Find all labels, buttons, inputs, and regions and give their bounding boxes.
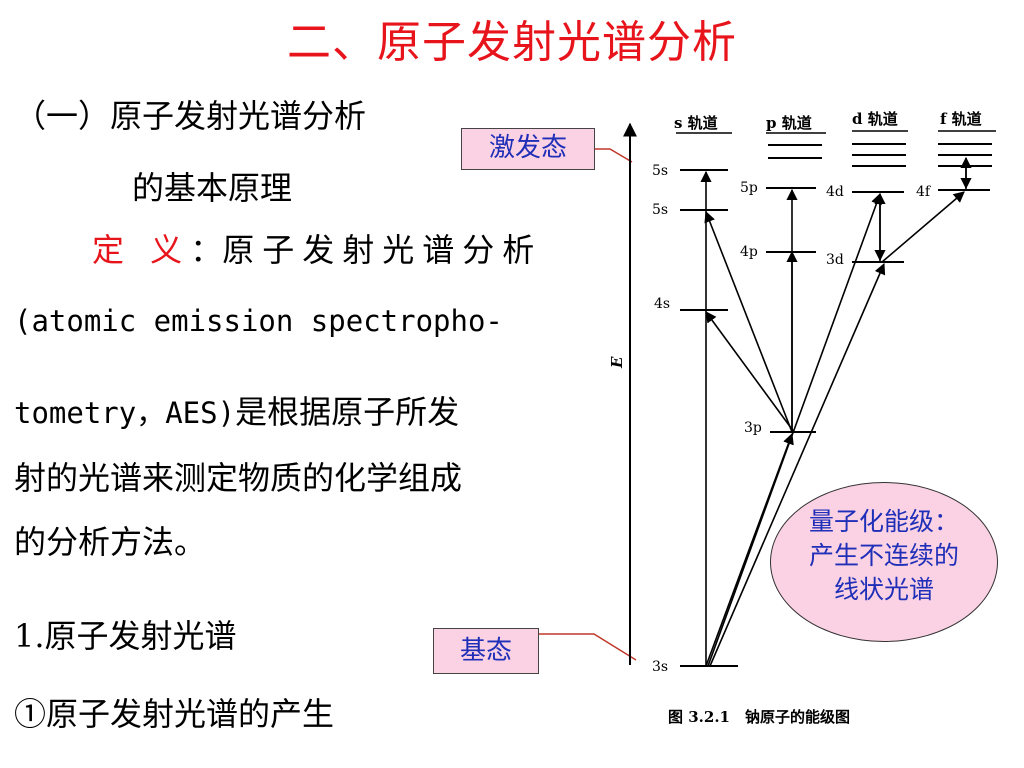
latin-line-1: (atomic emission spectropho- <box>14 304 503 338</box>
body-after-latin: 是根据原子所发 <box>235 393 460 431</box>
heading-line-2: 的基本原理 <box>132 169 293 207</box>
section-heading-1: 1.原子发射光谱 <box>14 617 237 655</box>
heading-line-1: （一）原子发射光谱分析 <box>14 97 367 135</box>
bubble-line-1: 量子化能级： <box>808 507 959 536</box>
column-header-d: d 轨道 <box>852 110 898 128</box>
level-label-4d: 4d <box>826 184 844 200</box>
definition-label: 定 义 <box>92 231 191 269</box>
bubble-line-2: 产生不连续的 <box>808 541 959 570</box>
level-label-4s: 4s <box>654 296 670 312</box>
energy-axis-label: E <box>608 356 626 369</box>
body-line-3: 的分析方法。 <box>14 523 207 561</box>
s-levels <box>680 169 738 667</box>
definition-colon: ： <box>190 231 223 269</box>
p-levels <box>766 187 816 433</box>
level-label-3p: 3p <box>744 420 762 436</box>
level-label-5p: 5p <box>740 180 758 196</box>
body-line-1: tometry，AES)是根据原子所发 <box>14 396 459 428</box>
ground-state-callout: 基态 <box>433 628 539 674</box>
definition-line: 定 义：原子发射光谱分析 <box>92 234 542 266</box>
body-line-2: 射的光谱来测定物质的化学组成 <box>14 459 463 497</box>
section-heading-1-1: ①原子发射光谱的产生 <box>14 695 335 733</box>
level-label-3s: 3s <box>652 659 668 675</box>
level-label-5s-upper: 5s <box>652 163 668 179</box>
slide-title: 二、原子发射光谱分析 <box>287 17 737 68</box>
latin-line-2: tometry，AES) <box>14 396 236 430</box>
upper-levels <box>768 143 992 167</box>
d-levels <box>852 191 904 263</box>
level-label-3d: 3d <box>826 252 844 268</box>
bubble-line-3: 线状光谱 <box>833 575 934 604</box>
column-header-f: f 轨道 <box>940 110 982 128</box>
transition-arrows <box>700 156 972 667</box>
column-header-s: s 轨道 <box>674 114 718 132</box>
excited-connector <box>594 148 633 163</box>
level-label-4f: 4f <box>916 184 932 200</box>
column-header-p: p 轨道 <box>766 114 812 132</box>
definition-text: 原子发射光谱分析 <box>222 231 543 269</box>
quantized-levels-bubble: 量子化能级： 产生不连续的 线状光谱 <box>770 482 998 642</box>
diagram-caption: 图 3.2.1 钠原子的能级图 <box>668 708 850 726</box>
level-label-5s: 5s <box>652 202 668 218</box>
excited-state-callout: 激发态 <box>461 128 595 170</box>
ground-connector <box>538 633 637 661</box>
level-label-4p: 4p <box>740 244 758 260</box>
